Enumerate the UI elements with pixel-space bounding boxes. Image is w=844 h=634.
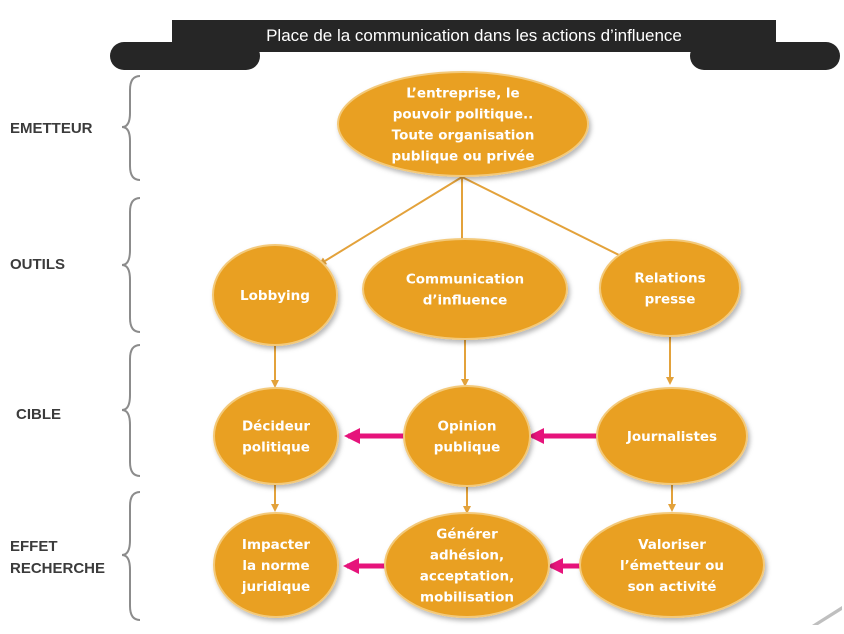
node-journalistes-ellipse (596, 387, 748, 485)
node-emetteur-text-line: Toute organisation (392, 128, 535, 144)
node-communication-text-line: Communication (406, 272, 524, 288)
row-label-effet-line2: RECHERCHE (10, 560, 106, 577)
node-valoriser: Valoriser l’émetteur ou son activité (579, 512, 765, 618)
brace-effet (121, 491, 141, 621)
node-lobbying-ellipse (212, 244, 338, 346)
node-valoriser-text-line: Valoriser (638, 537, 706, 553)
node-decideur: Décideur politique (213, 387, 339, 485)
influence-arrows (343, 428, 598, 574)
node-generer-text-line: acceptation, (420, 569, 515, 585)
node-emetteur-ellipse (337, 71, 589, 177)
node-decideur-text-line: politique (242, 440, 310, 456)
page-title: Place de la communication dans les actio… (266, 26, 682, 45)
node-communication: Communication d’influence (362, 238, 568, 340)
row-label-effet-line1: EFFET (10, 538, 58, 555)
diagram-nodes: L’entreprise, le pouvoir politique.. Toute… (212, 71, 765, 618)
row-label-effet: EFFET RECHERCHE (10, 536, 105, 580)
node-emetteur-text-line: pouvoir politique.. (393, 107, 534, 123)
node-communication-text-line: d’influence (423, 293, 508, 309)
node-relations-ellipse (599, 239, 741, 337)
node-impacter-text-line: Impacter (242, 537, 310, 553)
node-impacter-text-line: juridique (241, 579, 310, 595)
arrow-emetteur-relations (461, 176, 627, 259)
banner-center (172, 20, 776, 52)
brace-outils (121, 197, 141, 333)
row-label-outils: OUTILS (10, 256, 65, 273)
node-generer-text-line: adhésion, (430, 548, 504, 564)
node-decideur-ellipse (213, 387, 339, 485)
node-emetteur-text-line: publique ou privée (392, 149, 535, 165)
node-impacter-ellipse (213, 512, 339, 618)
node-relations-text-line: presse (645, 292, 696, 308)
connector-arrows (271, 176, 676, 514)
node-journalistes: Journalistes (596, 387, 748, 485)
node-communication-ellipse (362, 238, 568, 340)
node-generer-text-line: mobilisation (420, 590, 514, 606)
row-label-cible: CIBLE (16, 406, 61, 423)
node-opinion: Opinion publique (403, 385, 531, 487)
node-relations-text-line: Relations (634, 271, 705, 287)
node-relations: Relations presse (599, 239, 741, 337)
row-label-emetteur: EMETTEUR (10, 120, 93, 137)
node-lobbying-text-line: Lobbying (240, 288, 310, 304)
node-emetteur-text-line: L’entreprise, le (406, 86, 519, 102)
node-journalistes-text-line: Journalistes (626, 429, 717, 445)
node-opinion-text-line: publique (434, 440, 501, 456)
brace-emetteur (121, 75, 141, 181)
arrow-emetteur-lobbying (318, 176, 463, 266)
title-banner (110, 20, 840, 70)
corner-decoration (812, 606, 842, 625)
node-valoriser-ellipse (579, 512, 765, 618)
node-opinion-text-line: Opinion (438, 419, 497, 435)
node-emetteur: L’entreprise, le pouvoir politique.. Toute… (337, 71, 589, 177)
node-valoriser-text-line: l’émetteur ou (620, 558, 724, 574)
node-valoriser-text-line: son activité (628, 579, 717, 595)
row-braces (121, 75, 141, 621)
node-lobbying: Lobbying (212, 244, 338, 346)
node-generer: Générer adhésion, acceptation, mobilisation (384, 512, 550, 618)
node-opinion-ellipse (403, 385, 531, 487)
node-generer-ellipse (384, 512, 550, 618)
node-impacter-text-line: la norme (242, 558, 309, 574)
node-decideur-text-line: Décideur (242, 419, 310, 435)
brace-cible (121, 344, 141, 477)
node-impacter: Impacter la norme juridique (213, 512, 339, 618)
node-generer-text-line: Générer (436, 527, 498, 543)
